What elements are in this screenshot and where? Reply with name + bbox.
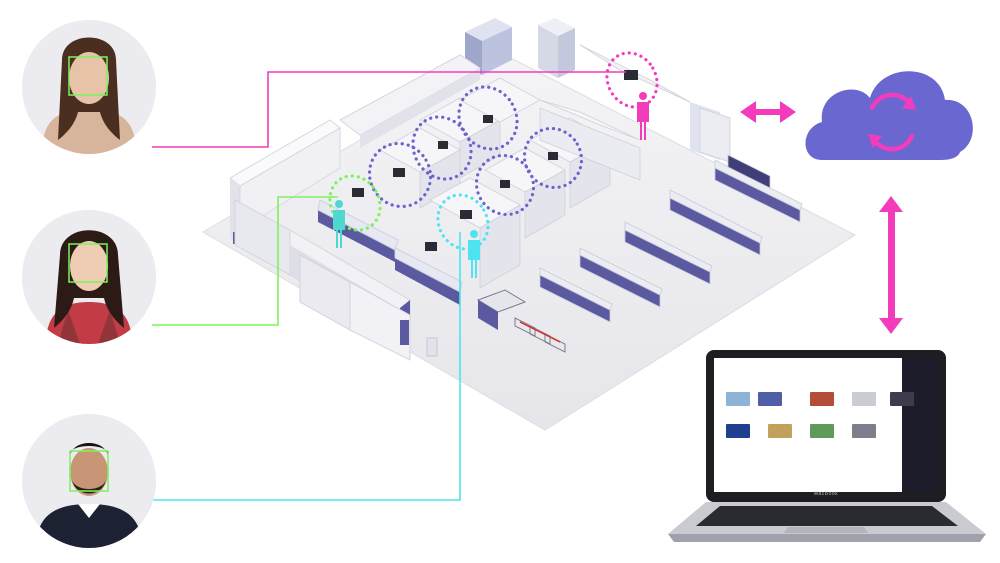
- laptop-screen-bezel: MacBook: [706, 350, 946, 502]
- detection-zone-pink: [605, 51, 659, 109]
- thumbnail: [852, 392, 876, 406]
- dashboard-screen: [714, 358, 938, 492]
- trash-bin: [426, 337, 438, 357]
- dashboard-sidebar: [902, 358, 938, 492]
- freezer-top: [339, 18, 512, 148]
- thumbnail: [810, 392, 834, 406]
- thumbnail: [810, 424, 834, 438]
- shopper-figure-green: [333, 200, 345, 248]
- thumbnail: [726, 424, 750, 438]
- checkout-lanes: [539, 154, 803, 323]
- avatar-woman-top: [22, 20, 156, 154]
- avatar-woman-middle: [22, 210, 156, 344]
- shopper-figure-pink: [637, 92, 649, 140]
- detection-zone-green: [328, 174, 382, 232]
- connector-line-green: [152, 196, 338, 326]
- shopper-figure-cyan: [468, 230, 480, 278]
- laptop: MacBook: [668, 350, 988, 545]
- thumbnail: [890, 392, 914, 406]
- laptop-keyboard-base: [668, 502, 986, 542]
- shopping-carts: [476, 289, 566, 353]
- double-arrow-vertical-icon: [879, 196, 903, 334]
- connector-line-cyan: [152, 232, 461, 501]
- cloud-sync-icon: [805, 71, 973, 160]
- laptop-brand-label: MacBook: [813, 491, 839, 497]
- thumbnail: [726, 392, 750, 406]
- detection-zone-cyan: [436, 193, 490, 251]
- detection-zones-purple: [367, 85, 584, 217]
- shelf-screens: [352, 70, 638, 251]
- thumbnail: [758, 392, 782, 406]
- thumbnail: [852, 424, 876, 438]
- connector-line-pink: [152, 71, 626, 148]
- avatar-man-bottom: [22, 414, 156, 548]
- double-arrow-horizontal-icon: [740, 101, 796, 123]
- thumbnail: [768, 424, 792, 438]
